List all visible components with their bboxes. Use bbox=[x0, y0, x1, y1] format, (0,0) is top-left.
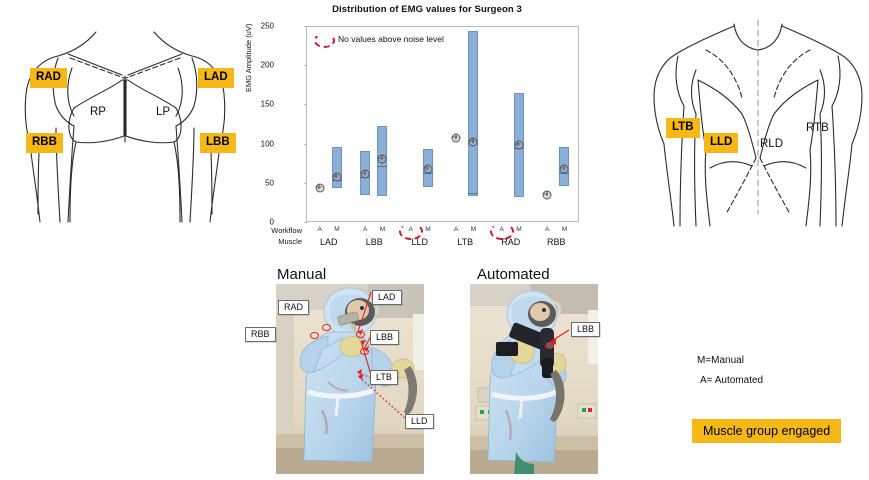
chart-annotation: No values above noise level bbox=[338, 34, 444, 44]
y-tick-mark-150 bbox=[304, 104, 307, 106]
y-tick-100: 100 bbox=[260, 139, 274, 149]
y-tick-mark-200 bbox=[304, 65, 307, 67]
mean-marker-RBB-A bbox=[542, 190, 552, 200]
electrode-marker-rad bbox=[322, 324, 331, 331]
no-values-ring-icon bbox=[314, 33, 335, 48]
posterior-label-rtb: RTB bbox=[806, 122, 829, 134]
bar-LAD-M bbox=[331, 146, 342, 188]
x-tick-RBB-M: M bbox=[561, 226, 568, 233]
automated-photo-title: Automated bbox=[477, 266, 550, 283]
manual-photo-title: Manual bbox=[277, 266, 327, 283]
posterior-tag-lld: LLD bbox=[704, 133, 739, 153]
automated-photo bbox=[470, 284, 598, 474]
manual-callout-rbb: RBB bbox=[245, 327, 276, 342]
circled-tick-RAD-A bbox=[489, 223, 514, 240]
mean-marker-LBB-A bbox=[360, 169, 370, 179]
y-tick-50: 50 bbox=[265, 178, 274, 188]
emg-distribution-chart: Distribution of EMG values for Surgeon 3… bbox=[244, 0, 592, 258]
y-tick-mark-50 bbox=[304, 182, 307, 184]
muscle-label-LBB: LBB bbox=[365, 237, 383, 247]
x-tick-LLD-M: M bbox=[425, 226, 431, 233]
x-tick-RBB-A: A bbox=[544, 226, 550, 233]
electrode-marker-lbb-automated bbox=[545, 342, 554, 349]
y-tick-150: 150 bbox=[260, 99, 274, 109]
median-line-LBB-M bbox=[377, 166, 388, 168]
chart-plot-area bbox=[306, 26, 579, 222]
median-line-RBB-M bbox=[559, 173, 570, 175]
anterior-tag-rbb: RBB bbox=[26, 133, 63, 153]
x-tick-LTB-A: A bbox=[453, 226, 459, 233]
median-line-LTB-M bbox=[468, 192, 479, 194]
mean-marker-LBB-M bbox=[377, 154, 387, 164]
mean-marker-LTB-M bbox=[468, 137, 478, 147]
x-tick-LBB-M: M bbox=[379, 226, 386, 233]
chart-title: Distribution of EMG values for Surgeon 3 bbox=[332, 4, 522, 15]
axis-caption-workflow: Workflow bbox=[271, 226, 302, 235]
y-tick-250: 250 bbox=[260, 21, 274, 31]
x-tick-RAD-M: M bbox=[516, 226, 522, 233]
automated-leader-lines bbox=[549, 329, 570, 345]
anterior-label-lp: LP bbox=[156, 106, 171, 118]
mean-marker-LLD-M bbox=[423, 164, 433, 174]
legend-automated-key: A= Automated bbox=[700, 375, 764, 386]
anterior-body-outline bbox=[24, 31, 226, 223]
y-tick-200: 200 bbox=[260, 60, 274, 70]
muscle-label-LAD: LAD bbox=[319, 237, 338, 247]
y-tick-mark-100 bbox=[304, 143, 307, 145]
chart-y-axis-label: EMG Amplitude (uV) bbox=[244, 23, 253, 92]
median-line-LLD-M bbox=[422, 173, 433, 175]
mean-marker-LAD-M bbox=[332, 172, 342, 182]
x-tick-LBB-A: A bbox=[362, 226, 368, 233]
muscle-label-LLD: LLD bbox=[411, 237, 429, 247]
axis-caption-muscle: Muscle bbox=[278, 237, 302, 246]
legend-muscle-tag: Muscle group engaged bbox=[692, 419, 842, 443]
anterior-tag-rad: RAD bbox=[30, 68, 67, 88]
posterior-tag-ltb: LTB bbox=[666, 118, 700, 138]
x-tick-LTB-M: M bbox=[470, 226, 477, 233]
anterior-tag-lad: LAD bbox=[198, 68, 234, 88]
muscle-label-RBB: RBB bbox=[546, 237, 566, 247]
mean-marker-RAD-M bbox=[514, 140, 524, 150]
manual-leader-lines bbox=[356, 291, 406, 419]
y-tick-mark-0 bbox=[304, 222, 307, 223]
mean-marker-LAD-A bbox=[315, 183, 325, 193]
manual-photo-image bbox=[276, 284, 424, 474]
automated-callout-lbb: LBB bbox=[571, 322, 601, 337]
anterior-label-rp: RP bbox=[90, 106, 106, 118]
y-tick-0: 0 bbox=[269, 217, 274, 227]
x-tick-LAD-M: M bbox=[334, 226, 340, 233]
automated-photo-image bbox=[470, 284, 598, 474]
manual-callout-ltb: LTB bbox=[370, 370, 398, 385]
manual-callout-lbb: LBB bbox=[370, 330, 400, 345]
circled-tick-LLD-A bbox=[398, 223, 423, 240]
x-tick-LAD-A: A bbox=[317, 226, 322, 233]
mean-marker-LTB-A bbox=[451, 133, 461, 143]
y-tick-mark-250 bbox=[304, 26, 307, 27]
bar-LTB-M bbox=[468, 30, 479, 197]
manual-photo bbox=[276, 284, 424, 474]
electrode-marker-rbb bbox=[310, 332, 319, 339]
posterior-label-rld: RLD bbox=[760, 138, 784, 150]
muscle-label-LTB: LTB bbox=[457, 237, 474, 247]
muscle-label-RAD: RAD bbox=[501, 237, 521, 247]
mean-marker-RBB-M bbox=[559, 164, 569, 174]
manual-callout-lad: LAD bbox=[372, 290, 402, 305]
manual-callout-rad: RAD bbox=[278, 300, 310, 315]
anterior-body-diagram bbox=[0, 18, 250, 223]
anterior-tag-lbb: LBB bbox=[200, 133, 236, 153]
legend-manual-key: M=Manual bbox=[697, 355, 744, 366]
manual-callout-lld: LLD bbox=[405, 414, 434, 429]
